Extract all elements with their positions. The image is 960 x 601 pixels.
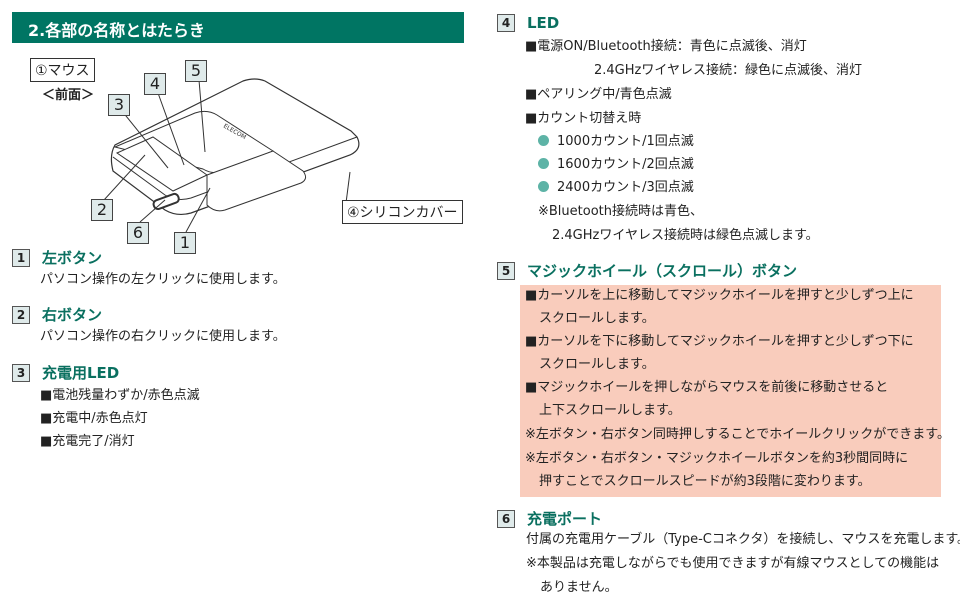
section-left-button: 1 左ボタン [12,247,102,268]
text-line: ※本製品は充電しながらでも使用できますが有線マウスとしての機能は [526,556,940,571]
callout-3: 3 [108,94,130,116]
list-item: 1600カウント/2回点滅 [538,155,694,175]
text-line: 上下スクロールします。 [539,403,681,418]
text-line: パソコン操作の左クリックに使用します。 [40,272,286,287]
text-line: 2.4GHzワイヤレス接続：緑色に点滅後、消灯 [594,63,862,78]
text-line: ■電源ON/Bluetooth接続：青色に点滅後、消灯 [525,39,807,54]
text-line: ありません。 [540,580,618,595]
text-line: ■カーソルを上に移動してマジックホイールを押すと少しずつ上に [525,288,914,303]
highlight-box [520,285,941,497]
section-led: 4 LED [497,14,559,32]
callout-2: 2 [91,199,113,221]
callout-6: 6 [127,222,149,244]
section-number: 6 [497,509,515,528]
text-line: ■充電中/赤色点灯 [40,411,148,426]
list-item: 2400カウント/3回点滅 [538,178,694,198]
section-charge-port: 6 充電ポート [497,508,602,529]
section-number: 5 [497,261,515,280]
bullet-dot-icon [538,135,549,146]
callout-4: 4 [144,73,166,95]
bullet-dot-icon [538,158,549,169]
section-header: 2.各部の名称とはたらき [12,12,464,43]
text-line: スクロールします。 [539,311,655,326]
text-line: ■カーソルを下に移動してマジックホイールを押すと少しずつ下に [525,334,914,349]
mouse-label: ①マウス [30,58,95,82]
section-title: マジックホイール（スクロール）ボタン [527,262,798,280]
text-line: ■カウント切替え時 [525,111,642,126]
section-title: 右ボタン [42,306,103,324]
text-line: ※左ボタン・右ボタン同時押しすることでホイールクリックができます。 [525,427,950,442]
section-number: 4 [497,14,515,32]
text-line: ※左ボタン・右ボタン・マジックホイールボタンを約3秒間同時に [525,451,909,466]
section-number: 2 [12,305,30,324]
mouse-illustration: ELECOM [110,78,360,216]
view-label: ＜前面＞ [42,88,95,103]
text-line: 1000カウント/1回点滅 [557,134,694,149]
text-line: ※Bluetooth接続時は青色、 [538,204,704,219]
section-title: 充電用LED [42,364,120,382]
text-line: ■マジックホイールを押しながらマウスを前後に移動させると [525,380,889,395]
text-line: ■ペアリング中/青色点滅 [525,87,672,102]
text-line: 2.4GHzワイヤレス接続時は緑色点滅します。 [552,228,819,243]
text-line: ■充電完了/消灯 [40,434,135,449]
section-right-button: 2 右ボタン [12,304,102,325]
text-line: スクロールします。 [539,357,655,372]
callout-1: 1 [174,232,196,254]
section-title: 充電ポート [527,510,603,528]
bullet-dot-icon [538,181,549,192]
section-charge-led: 3 充電用LED [12,362,119,383]
text-line: 押すことでスクロールスピードが約3段階に変わります。 [539,474,871,489]
section-number: 1 [12,248,30,267]
cover-label: ④シリコンカバー [342,200,463,224]
section-title: 左ボタン [42,249,103,267]
list-item: 1000カウント/1回点滅 [538,132,694,152]
text-line: 付属の充電用ケーブル（Type-Cコネクタ）を接続し、マウスを充電します。 [526,532,960,547]
callout-5: 5 [185,60,207,82]
section-number: 3 [12,363,30,382]
text-line: ■電池残量わずか/赤色点滅 [40,388,200,403]
section-magic-wheel: 5 マジックホイール（スクロール）ボタン [497,260,797,281]
section-title: LED [527,14,560,32]
text-line: 1600カウント/2回点滅 [557,157,694,172]
text-line: パソコン操作の右クリックに使用します。 [40,329,286,344]
text-line: 2400カウント/3回点滅 [557,180,694,195]
